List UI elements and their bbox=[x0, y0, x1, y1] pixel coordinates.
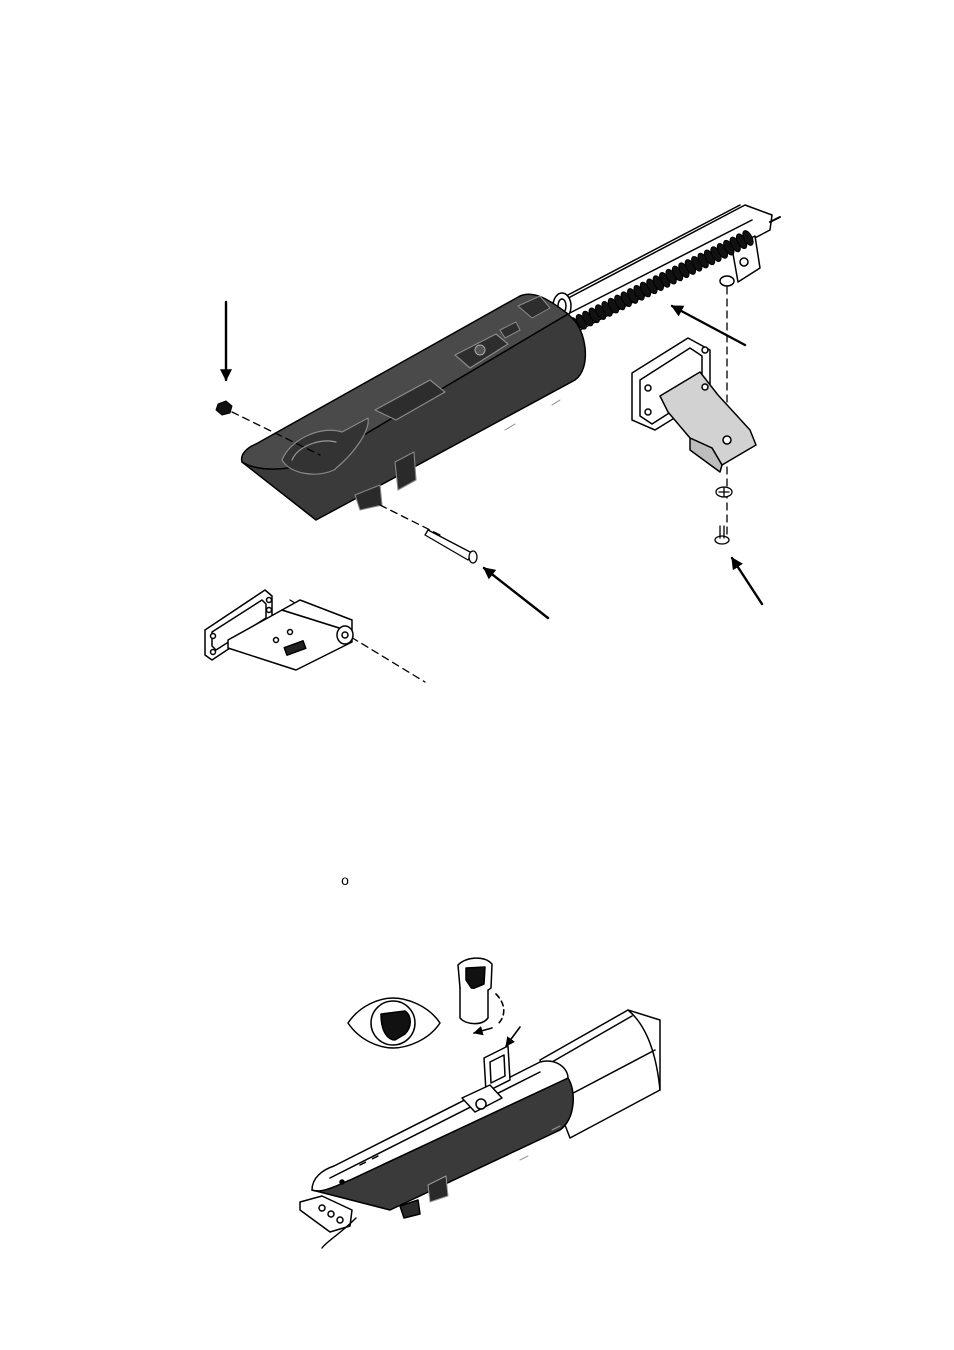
installation-figure bbox=[0, 0, 954, 730]
arrow-screw bbox=[732, 558, 762, 604]
washer bbox=[716, 487, 732, 497]
release-key-figure: o bbox=[0, 840, 954, 1350]
nut bbox=[216, 401, 232, 415]
arrow-spring bbox=[672, 306, 745, 345]
arrow-pin bbox=[484, 568, 548, 618]
door-arm-bracket bbox=[205, 590, 353, 670]
key-hole-detail bbox=[348, 998, 440, 1048]
release-key bbox=[458, 958, 492, 1024]
bottom-marker: o bbox=[341, 872, 349, 888]
installation-diagram bbox=[0, 0, 954, 730]
wall-mount-bracket bbox=[632, 338, 756, 472]
operator-body bbox=[242, 294, 586, 520]
release-key-diagram: o bbox=[0, 840, 954, 1350]
operator-body-detail bbox=[300, 1046, 573, 1248]
fixing-pin bbox=[425, 530, 477, 563]
